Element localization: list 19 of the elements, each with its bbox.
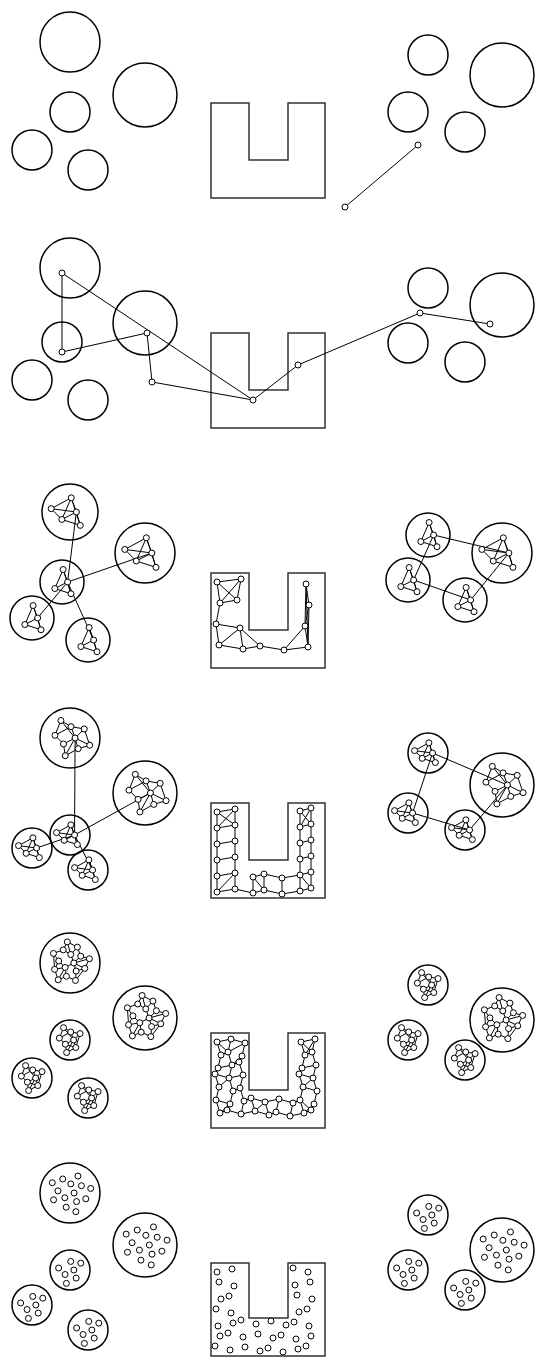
connector-line	[422, 312, 488, 325]
vertex-circle	[58, 348, 66, 356]
connector-line	[346, 146, 417, 206]
vertex-circle	[148, 378, 156, 386]
connector-line	[254, 366, 297, 399]
vertex-circle	[143, 329, 151, 337]
connector-line	[146, 335, 153, 380]
vertex-circle	[341, 203, 349, 211]
vertex-circle	[58, 269, 66, 277]
vertex-circle	[249, 396, 257, 404]
connector-line	[64, 333, 145, 352]
vertex-circle	[416, 309, 424, 317]
connector-line	[154, 382, 251, 400]
connector-line	[300, 313, 418, 365]
vertex-circle	[294, 361, 302, 369]
connector-line	[61, 275, 63, 350]
vertex-circle	[486, 320, 494, 328]
connector-line	[64, 274, 251, 399]
vertex-circle	[414, 141, 422, 149]
